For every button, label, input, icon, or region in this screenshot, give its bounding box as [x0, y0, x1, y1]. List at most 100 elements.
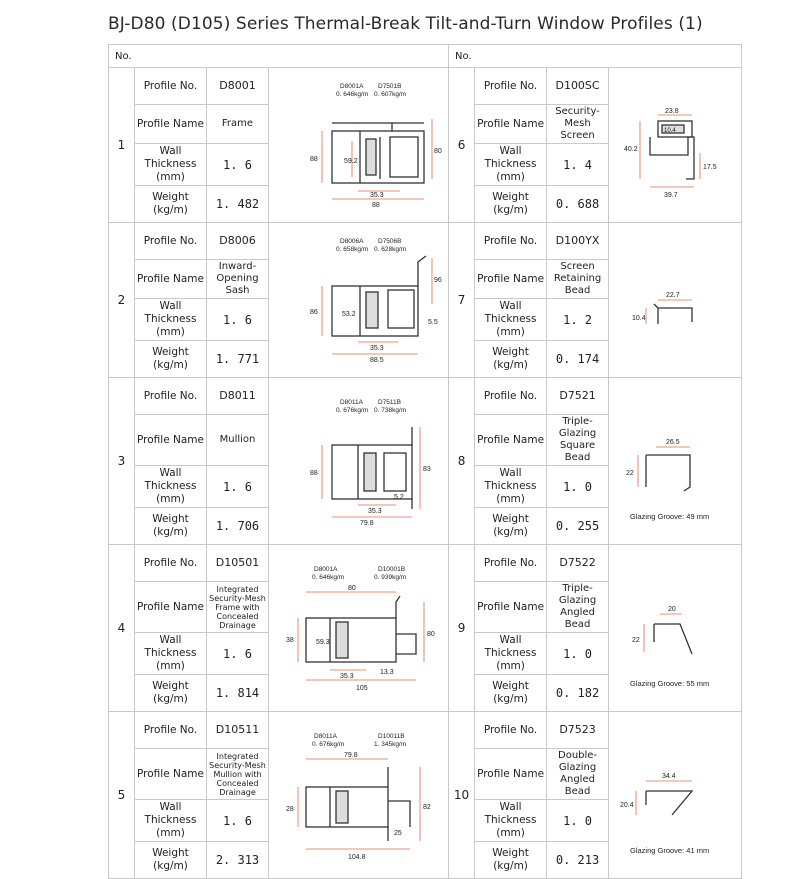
profile-outline [304, 617, 397, 663]
item-number: 6 [448, 67, 476, 223]
item-number: 10 [448, 711, 476, 879]
profile-drawing: 23.8 10.4 40.2 17.5 39.7 [608, 67, 743, 223]
profile-no: D8006 [206, 222, 269, 260]
table-row: Profile Name Inward-Opening Sash Profile… [109, 259, 742, 299]
drawing-weight-a: 0. 676kg/m [336, 407, 368, 414]
label-weight: Weight (kg/m) [474, 185, 548, 223]
weight: 0. 174 [546, 340, 610, 378]
label-weight: Weight (kg/m) [474, 674, 548, 712]
profile-name: Security-Mesh Screen [546, 104, 610, 144]
weight: 2. 313 [206, 841, 269, 879]
label-weight: Weight (kg/m) [134, 340, 207, 378]
dim-side: 5.5 [428, 319, 438, 326]
profile-drawing: D8001A 0. 646kg/m D10001B 0. 939kg/m [267, 544, 450, 712]
wall-thickness: 1. 6 [206, 799, 269, 842]
dim-inner: 59.3 [316, 639, 330, 646]
dim-mid: 35.3 [370, 192, 384, 199]
label-profile-no: Profile No. [134, 377, 207, 415]
wall-thickness: 1. 4 [546, 143, 610, 186]
label-profile-name: Profile Name [134, 414, 207, 466]
dim-right: 80 [427, 631, 435, 638]
label-wall-thickness: Wall Thickness (mm) [474, 632, 548, 675]
profile-no: D7521 [546, 377, 610, 415]
profile-outline [653, 303, 693, 324]
drawing-weight-a: 0. 658kg/m [336, 246, 368, 253]
drawing-part-b: D7511B [378, 399, 401, 406]
label-profile-no: Profile No. [134, 711, 207, 749]
dim-inner: 53.2 [342, 311, 356, 318]
label-wall-thickness: Wall Thickness (mm) [474, 465, 548, 508]
dim-height: 88 [310, 156, 318, 163]
label-wall-thickness: Wall Thickness (mm) [134, 799, 207, 842]
dim-top: 80 [348, 585, 356, 592]
profile-drawing: D8011A 0. 676kg/m D10011B 1. 345kg/m [267, 711, 450, 879]
dim-left: 40.2 [624, 146, 638, 153]
item-number: 1 [108, 67, 135, 223]
drawing-weight-b: 0. 607kg/m [374, 91, 406, 98]
wall-thickness: 1. 6 [206, 465, 269, 508]
profile-drawing: 26.5 22 Glazing Groove: 49 mm [608, 377, 743, 545]
profile-no: D100YX [546, 222, 610, 260]
table-row: Profile Name Integrated Security-Mesh Fr… [109, 581, 742, 633]
wall-thickness: 1. 0 [546, 465, 610, 508]
table-row: Weight (kg/m) 1. 706 Weight (kg/m) 0. 25… [109, 507, 742, 545]
profile-name: Triple-Glazing Angled Bead [546, 581, 610, 633]
profile-name: Double-Glazing Angled Bead [546, 748, 610, 800]
dim-side: 13.3 [380, 669, 394, 676]
dim-height: 88 [310, 470, 318, 477]
dim-right: 80 [434, 148, 442, 155]
weight: 1. 482 [206, 185, 269, 223]
label-profile-name: Profile Name [474, 104, 548, 144]
wall-thickness: 1. 6 [206, 298, 269, 341]
table-row: Wall Thickness (mm) 1. 6 Wall Thickness … [109, 465, 742, 508]
drawing-weight-a: 0. 676kg/m [312, 741, 344, 748]
label-wall-thickness: Wall Thickness (mm) [474, 298, 548, 341]
label-profile-name: Profile Name [474, 581, 548, 633]
table-header: No. No. [107, 44, 743, 68]
table-row: Profile Name Integrated Security-Mesh Mu… [109, 748, 742, 800]
dim-bottom: 39.7 [664, 192, 678, 199]
drawing-weight-a: 0. 646kg/m [312, 574, 344, 581]
item-number: 7 [448, 222, 476, 378]
drawing-part-b: D10011B [378, 733, 405, 740]
label-profile-no: Profile No. [474, 544, 548, 582]
table-row: Weight (kg/m) 1. 814 Weight (kg/m) 0. 18… [109, 674, 742, 712]
label-weight: Weight (kg/m) [134, 507, 207, 545]
table-row: 4 Profile No. D10501 D8001A 0. 646kg/m D… [108, 544, 743, 712]
profile-drawing-5: D8011A 0. 676kg/m D10011B 1. 345kg/m [286, 733, 431, 861]
dim-top: 26.5 [666, 439, 680, 446]
dim-width: 88 [372, 202, 380, 209]
weight: 1. 706 [206, 507, 269, 545]
item-number: 5 [108, 711, 135, 879]
drawing-weight-b: 0. 939kg/m [374, 574, 406, 581]
profile-outline [330, 285, 419, 337]
header-no-left: No. [107, 44, 450, 68]
label-weight: Weight (kg/m) [474, 340, 548, 378]
profile-no: D10511 [206, 711, 269, 749]
table-row: 1 Profile No. D8001 D8001A 0. 646kg/m D7… [108, 67, 743, 223]
label-profile-name: Profile Name [134, 581, 207, 633]
wall-thickness: 1. 0 [546, 632, 610, 675]
profile-drawing: D8001A 0. 646kg/m D7501B 0. 607kg/m [267, 67, 450, 223]
label-weight: Weight (kg/m) [134, 185, 207, 223]
profile-no: D8011 [206, 377, 269, 415]
label-weight: Weight (kg/m) [134, 674, 207, 712]
profile-name: Mullion [206, 414, 269, 466]
profile-no: D8001 [206, 67, 269, 105]
dim-inner: 59.2 [344, 158, 358, 165]
dim-right: 96 [434, 277, 442, 284]
page-title: BJ-D80 (D105) Series Thermal-Break Tilt-… [108, 14, 703, 34]
label-profile-name: Profile Name [474, 748, 548, 800]
profile-drawing-6: 23.8 10.4 40.2 17.5 39.7 [624, 108, 717, 199]
profile-no: D7523 [546, 711, 610, 749]
profile-drawing: D8011A 0. 676kg/m D7511B 0. 738kg/m [267, 377, 450, 545]
profile-no: D10501 [206, 544, 269, 582]
dim-width: 105 [356, 685, 368, 692]
dim-top: 20 [668, 606, 676, 613]
dim-width: 79.8 [360, 520, 374, 527]
profile-drawing: 20 22 Glazing Groove: 55 mm [608, 544, 743, 712]
label-wall-thickness: Wall Thickness (mm) [134, 632, 207, 675]
dim-mid: 35.3 [370, 345, 384, 352]
weight: 0. 213 [546, 841, 610, 879]
profile-drawing: D8006A 0. 658kg/m D7506B 0. 628kg/m [267, 222, 450, 378]
